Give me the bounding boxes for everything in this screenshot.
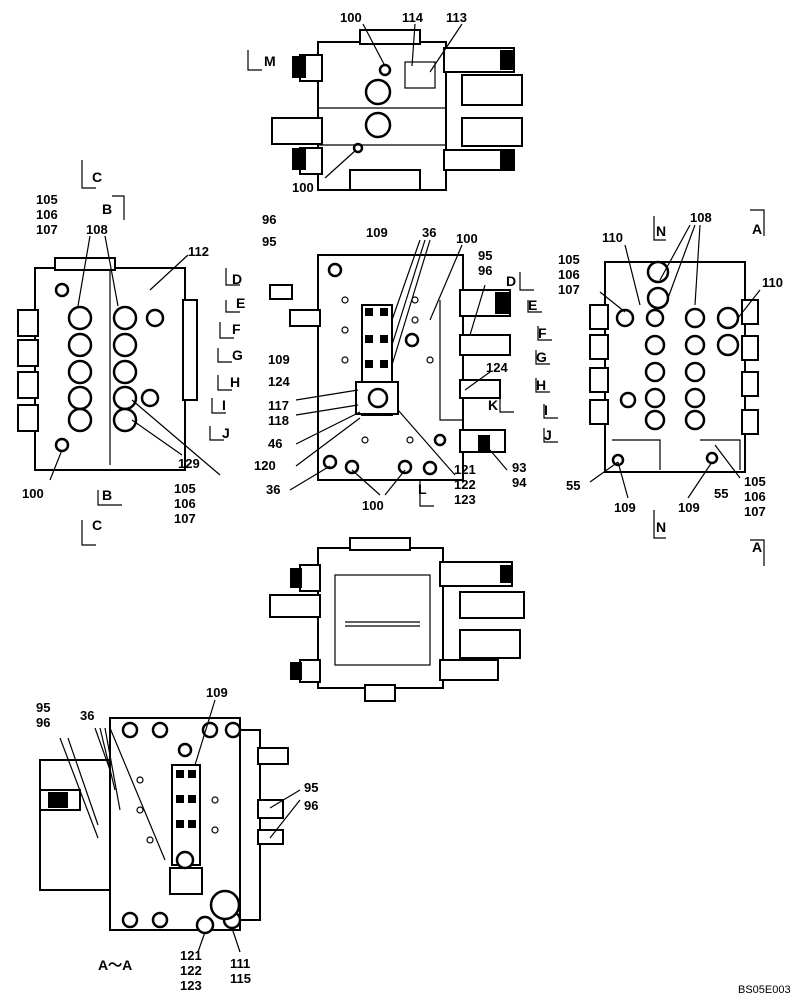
label-right-55: 55	[566, 478, 580, 493]
marker-J-left: J	[222, 425, 230, 441]
label-aa-96: 96	[36, 715, 50, 730]
label-center-93: 93	[512, 460, 526, 475]
label-right-55b: 55	[714, 486, 728, 501]
label-right-107b: 107	[744, 504, 766, 519]
label-center-122: 122	[454, 477, 476, 492]
marker-C-bottom: C	[92, 517, 102, 533]
label-center-109b: 109	[268, 352, 290, 367]
marker-K: K	[488, 397, 498, 413]
marker-B-top: B	[102, 201, 112, 217]
label-right-109b: 109	[678, 500, 700, 515]
label-center-36: 36	[422, 225, 436, 240]
label-center-124: 124	[268, 374, 290, 389]
marker-A-bottom: A	[752, 539, 762, 555]
label-center-36b: 36	[266, 482, 280, 497]
view-title-a-a: A～A	[98, 957, 132, 973]
label-top-100b: 100	[292, 180, 314, 195]
label-left-106b: 106	[174, 496, 196, 511]
marker-D-left: D	[232, 271, 242, 287]
right-view	[589, 209, 765, 566]
label-center-94: 94	[512, 475, 527, 490]
label-left-112: 112	[188, 244, 209, 259]
label-right-108: 108	[690, 210, 712, 225]
label-center-121: 121	[454, 462, 476, 477]
label-center-96b: 96	[478, 263, 492, 278]
label-top-100: 100	[340, 10, 362, 25]
label-center-123: 123	[454, 492, 476, 507]
label-aa-96b: 96	[304, 798, 318, 813]
marker-L: L	[418, 481, 427, 497]
label-center-96: 96	[262, 212, 276, 227]
label-right-110: 110	[602, 230, 623, 245]
label-center-109: 109	[366, 225, 388, 240]
label-center-46: 46	[268, 436, 282, 451]
label-aa-115: 115	[230, 971, 251, 986]
marker-I-right: I	[544, 402, 548, 418]
center-view	[209, 239, 558, 507]
label-right-109: 109	[614, 500, 636, 515]
marker-C-top: C	[92, 169, 102, 185]
label-center-120: 120	[254, 458, 276, 473]
label-aa-109: 109	[206, 685, 228, 700]
label-center-95b: 95	[478, 248, 492, 263]
label-aa-122: 122	[180, 963, 202, 978]
marker-G-left: G	[232, 347, 243, 363]
left-view	[17, 160, 221, 546]
label-right-105: 105	[558, 252, 580, 267]
marker-A-top: A	[752, 221, 762, 237]
label-aa-95b: 95	[304, 780, 318, 795]
label-top-114: 114	[402, 10, 424, 25]
marker-I-left: I	[222, 397, 226, 413]
label-right-105b: 105	[744, 474, 766, 489]
label-top-113: 113	[446, 10, 467, 25]
marker-B-bottom: B	[102, 487, 112, 503]
marker-F-left: F	[232, 321, 241, 337]
marker-H-right: H	[536, 377, 546, 393]
label-aa-121: 121	[180, 948, 202, 963]
section-a-a-view	[39, 699, 301, 953]
marker-H-left: H	[230, 374, 240, 390]
label-aa-123: 123	[180, 978, 202, 993]
label-right-107: 107	[558, 282, 580, 297]
label-left-129: 129	[178, 456, 200, 471]
marker-N-top: N	[656, 223, 666, 239]
label-aa-111: 111	[230, 956, 250, 971]
label-left-107b: 107	[174, 511, 196, 526]
label-left-105b: 105	[174, 481, 196, 496]
label-aa-36: 36	[80, 708, 94, 723]
marker-N-bottom: N	[656, 519, 666, 535]
label-left-108: 108	[86, 222, 108, 237]
label-left-107: 107	[36, 222, 58, 237]
label-aa-95: 95	[36, 700, 50, 715]
marker-J-right: J	[544, 427, 552, 443]
label-center-117: 117	[268, 398, 289, 413]
label-center-95: 95	[262, 234, 276, 249]
bottom-center-view	[269, 537, 525, 702]
marker-F-right: F	[538, 325, 547, 341]
marker-M: M	[264, 53, 276, 69]
label-center-124b: 124	[486, 360, 508, 375]
diagram-code: BS05E003	[738, 984, 791, 996]
marker-G-right: G	[536, 349, 547, 365]
label-left-106: 106	[36, 207, 58, 222]
label-center-100b: 100	[362, 498, 384, 513]
label-right-106: 106	[558, 267, 580, 282]
marker-D-right: D	[506, 273, 516, 289]
top-view	[247, 23, 523, 191]
marker-E-right: E	[528, 297, 537, 313]
label-center-118: 118	[268, 413, 289, 428]
label-left-105: 105	[36, 192, 58, 207]
label-right-110b: 110	[762, 275, 783, 290]
label-right-106b: 106	[744, 489, 766, 504]
label-center-100: 100	[456, 231, 478, 246]
marker-E-left: E	[236, 295, 245, 311]
label-left-100: 100	[22, 486, 44, 501]
